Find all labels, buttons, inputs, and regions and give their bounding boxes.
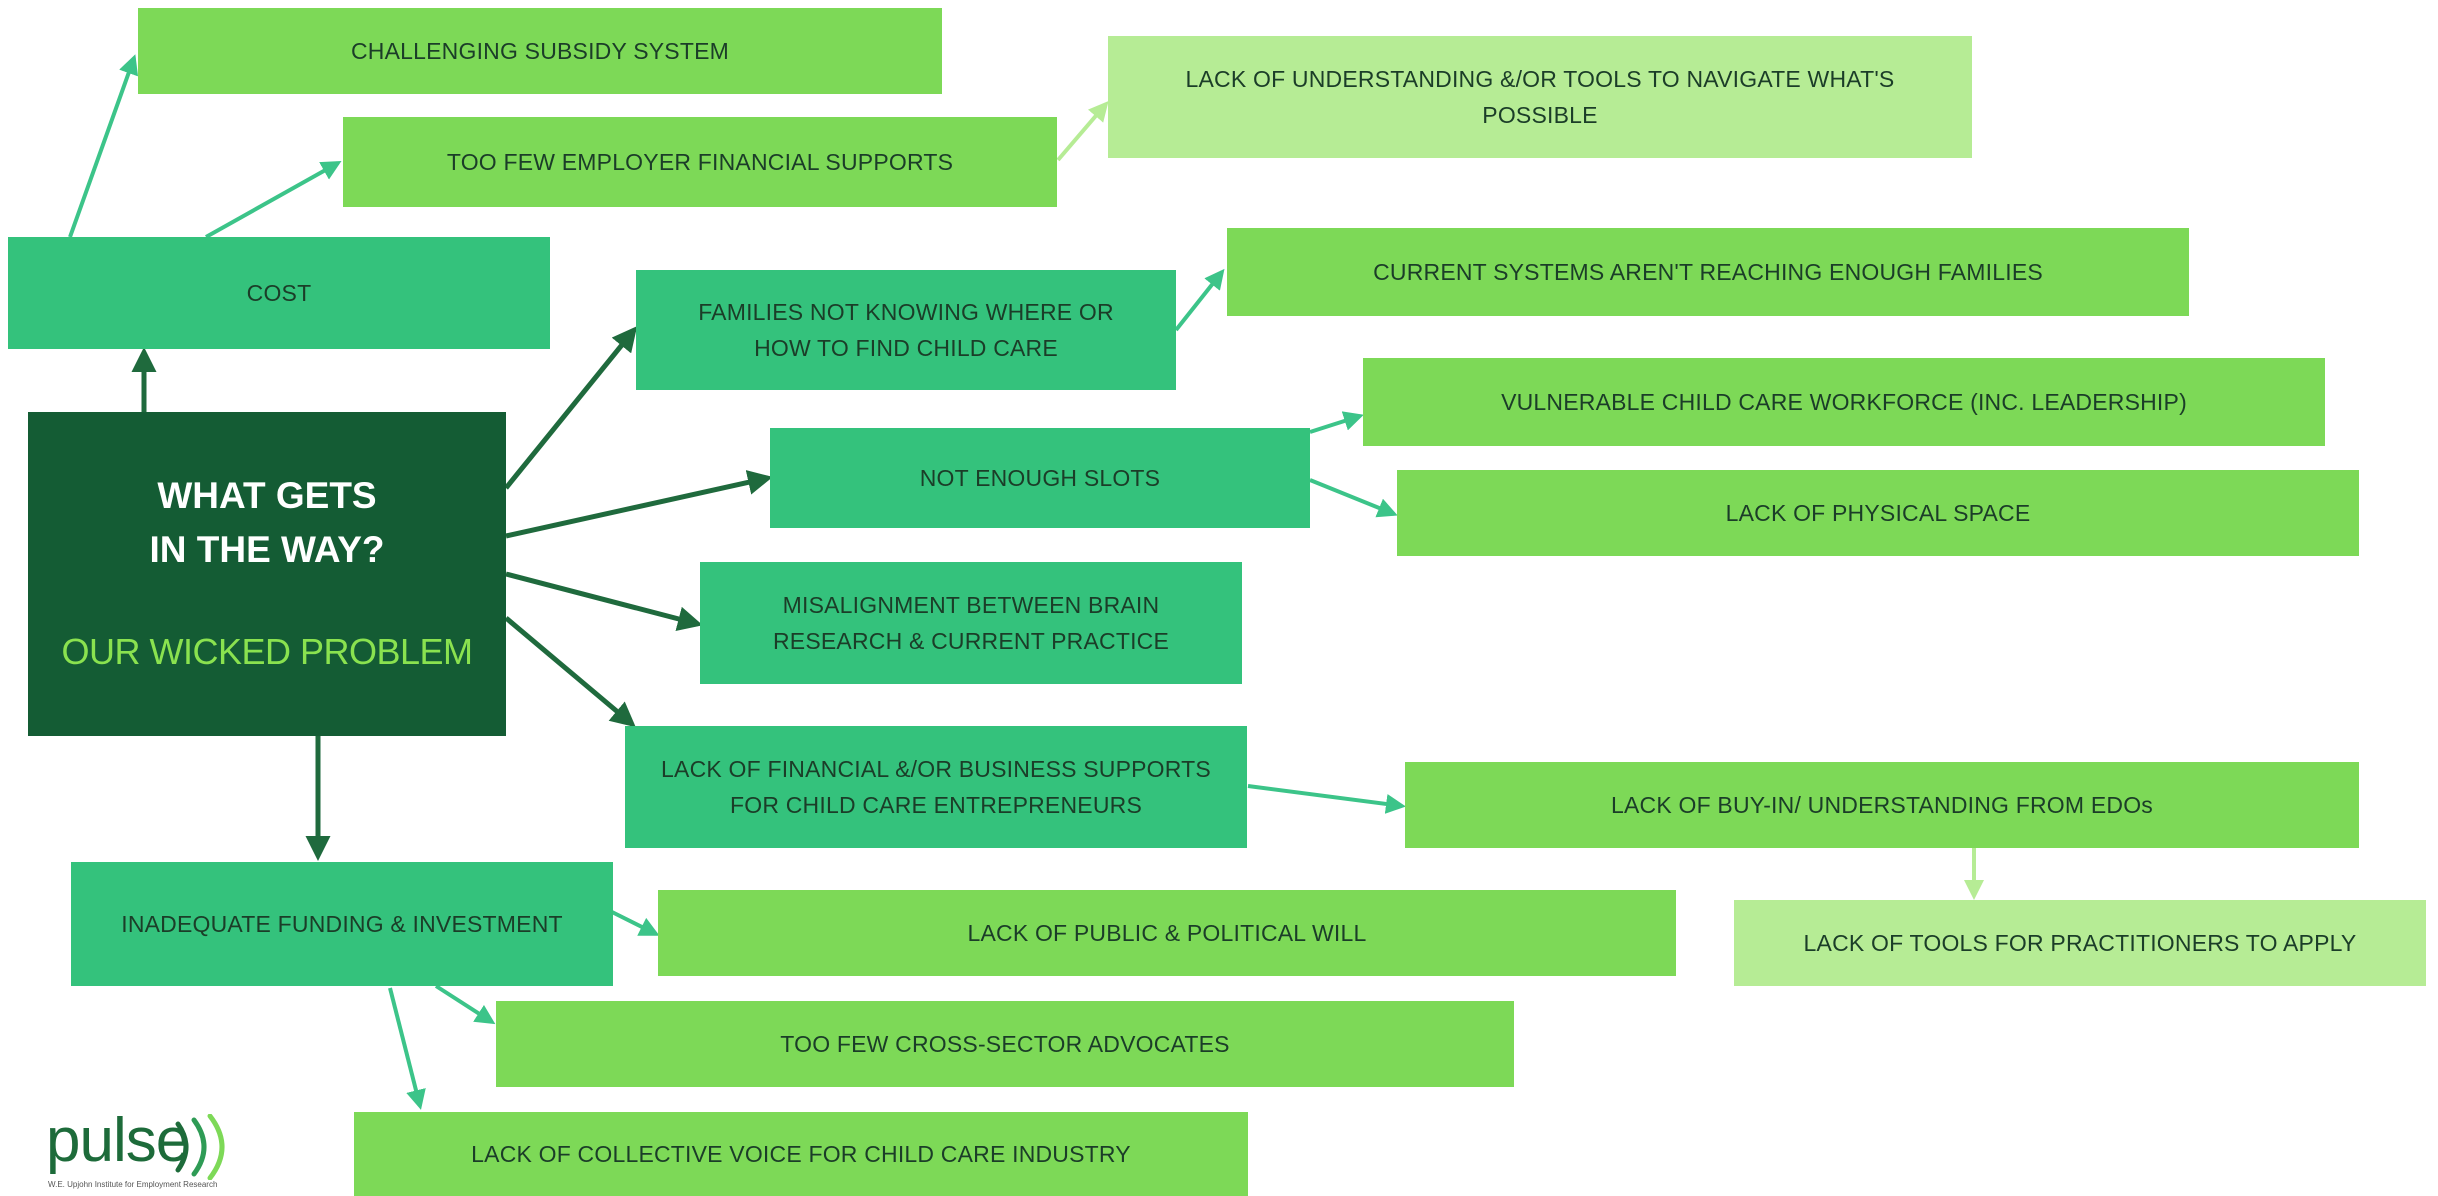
arrow-cost-to-subsidy: [68, 54, 139, 238]
box-families-not-knowing: FAMILIES NOT KNOWING WHERE OR HOW TO FIN…: [636, 270, 1176, 390]
box-lack-financial-business: LACK OF FINANCIAL &/OR BUSINESS SUPPORTS…: [625, 726, 1247, 848]
box-lack-collective-voice: LACK OF COLLECTIVE VOICE FOR CHILD CARE …: [354, 1112, 1248, 1196]
box-cost: COST: [8, 237, 550, 349]
arrow-main-to-slots: [505, 470, 773, 539]
arrow-families-to-current-systems: [1174, 268, 1225, 332]
arrow-main-to-financial-business: [504, 616, 636, 728]
arrow-main-to-misalignment: [505, 571, 703, 632]
arrow-funding-to-public-will: [611, 910, 660, 936]
box-lack-tools-practitioners: LACK OF TOOLS FOR PRACTITIONERS TO APPLY: [1734, 900, 2426, 986]
arrow-cost-to-employer: [205, 161, 342, 239]
box-too-few-employer: TOO FEW EMPLOYER FINANCIAL SUPPORTS: [343, 117, 1057, 207]
box-too-few-advocates: TOO FEW CROSS-SECTOR ADVOCATES: [496, 1001, 1514, 1087]
sound-waves-icon: [175, 1114, 225, 1180]
box-not-enough-slots: NOT ENOUGH SLOTS: [770, 428, 1310, 528]
main-subtitle: OUR WICKED PROBLEM: [61, 631, 473, 672]
box-vulnerable-workforce: VULNERABLE CHILD CARE WORKFORCE (INC. LE…: [1363, 358, 2325, 446]
arrow-financial-to-buy-in: [1247, 784, 1406, 814]
box-current-systems: CURRENT SYSTEMS AREN'T REACHING ENOUGH F…: [1227, 228, 2189, 316]
box-lack-buy-in: LACK OF BUY-IN/ UNDERSTANDING FROM EDOs: [1405, 762, 2359, 848]
box-challenging-subsidy: CHALLENGING SUBSIDY SYSTEM: [138, 8, 942, 94]
box-inadequate-funding: INADEQUATE FUNDING & INVESTMENT: [71, 862, 613, 986]
arrow-funding-to-advocates: [434, 984, 496, 1025]
logo-tagline: W.E. Upjohn Institute for Employment Res…: [48, 1180, 218, 1189]
box-lack-public-will: LACK OF PUBLIC & POLITICAL WILL: [658, 890, 1676, 976]
logo-wordmark: pulse: [46, 1106, 190, 1175]
arrow-employer-to-understanding: [1056, 100, 1109, 162]
arrow-main-to-families: [504, 326, 638, 490]
box-misalignment: MISALIGNMENT BETWEEN BRAIN RESEARCH & CU…: [700, 562, 1242, 684]
arrow-slots-to-physical-space: [1309, 478, 1398, 518]
main-problem-box: WHAT GETS IN THE WAY? OUR WICKED PROBLEM: [28, 412, 506, 736]
pulse-logo: pulse W.E. Upjohn Institute for Employme…: [46, 1108, 266, 1192]
box-lack-understanding-tools: LACK OF UNDERSTANDING &/OR TOOLS TO NAVI…: [1108, 36, 1972, 158]
arrow-funding-to-collective-voice: [388, 987, 426, 1110]
arrow-slots-to-workforce: [1309, 411, 1364, 434]
box-lack-physical-space: LACK OF PHYSICAL SPACE: [1397, 470, 2359, 556]
main-title: WHAT GETS IN THE WAY?: [149, 475, 385, 570]
